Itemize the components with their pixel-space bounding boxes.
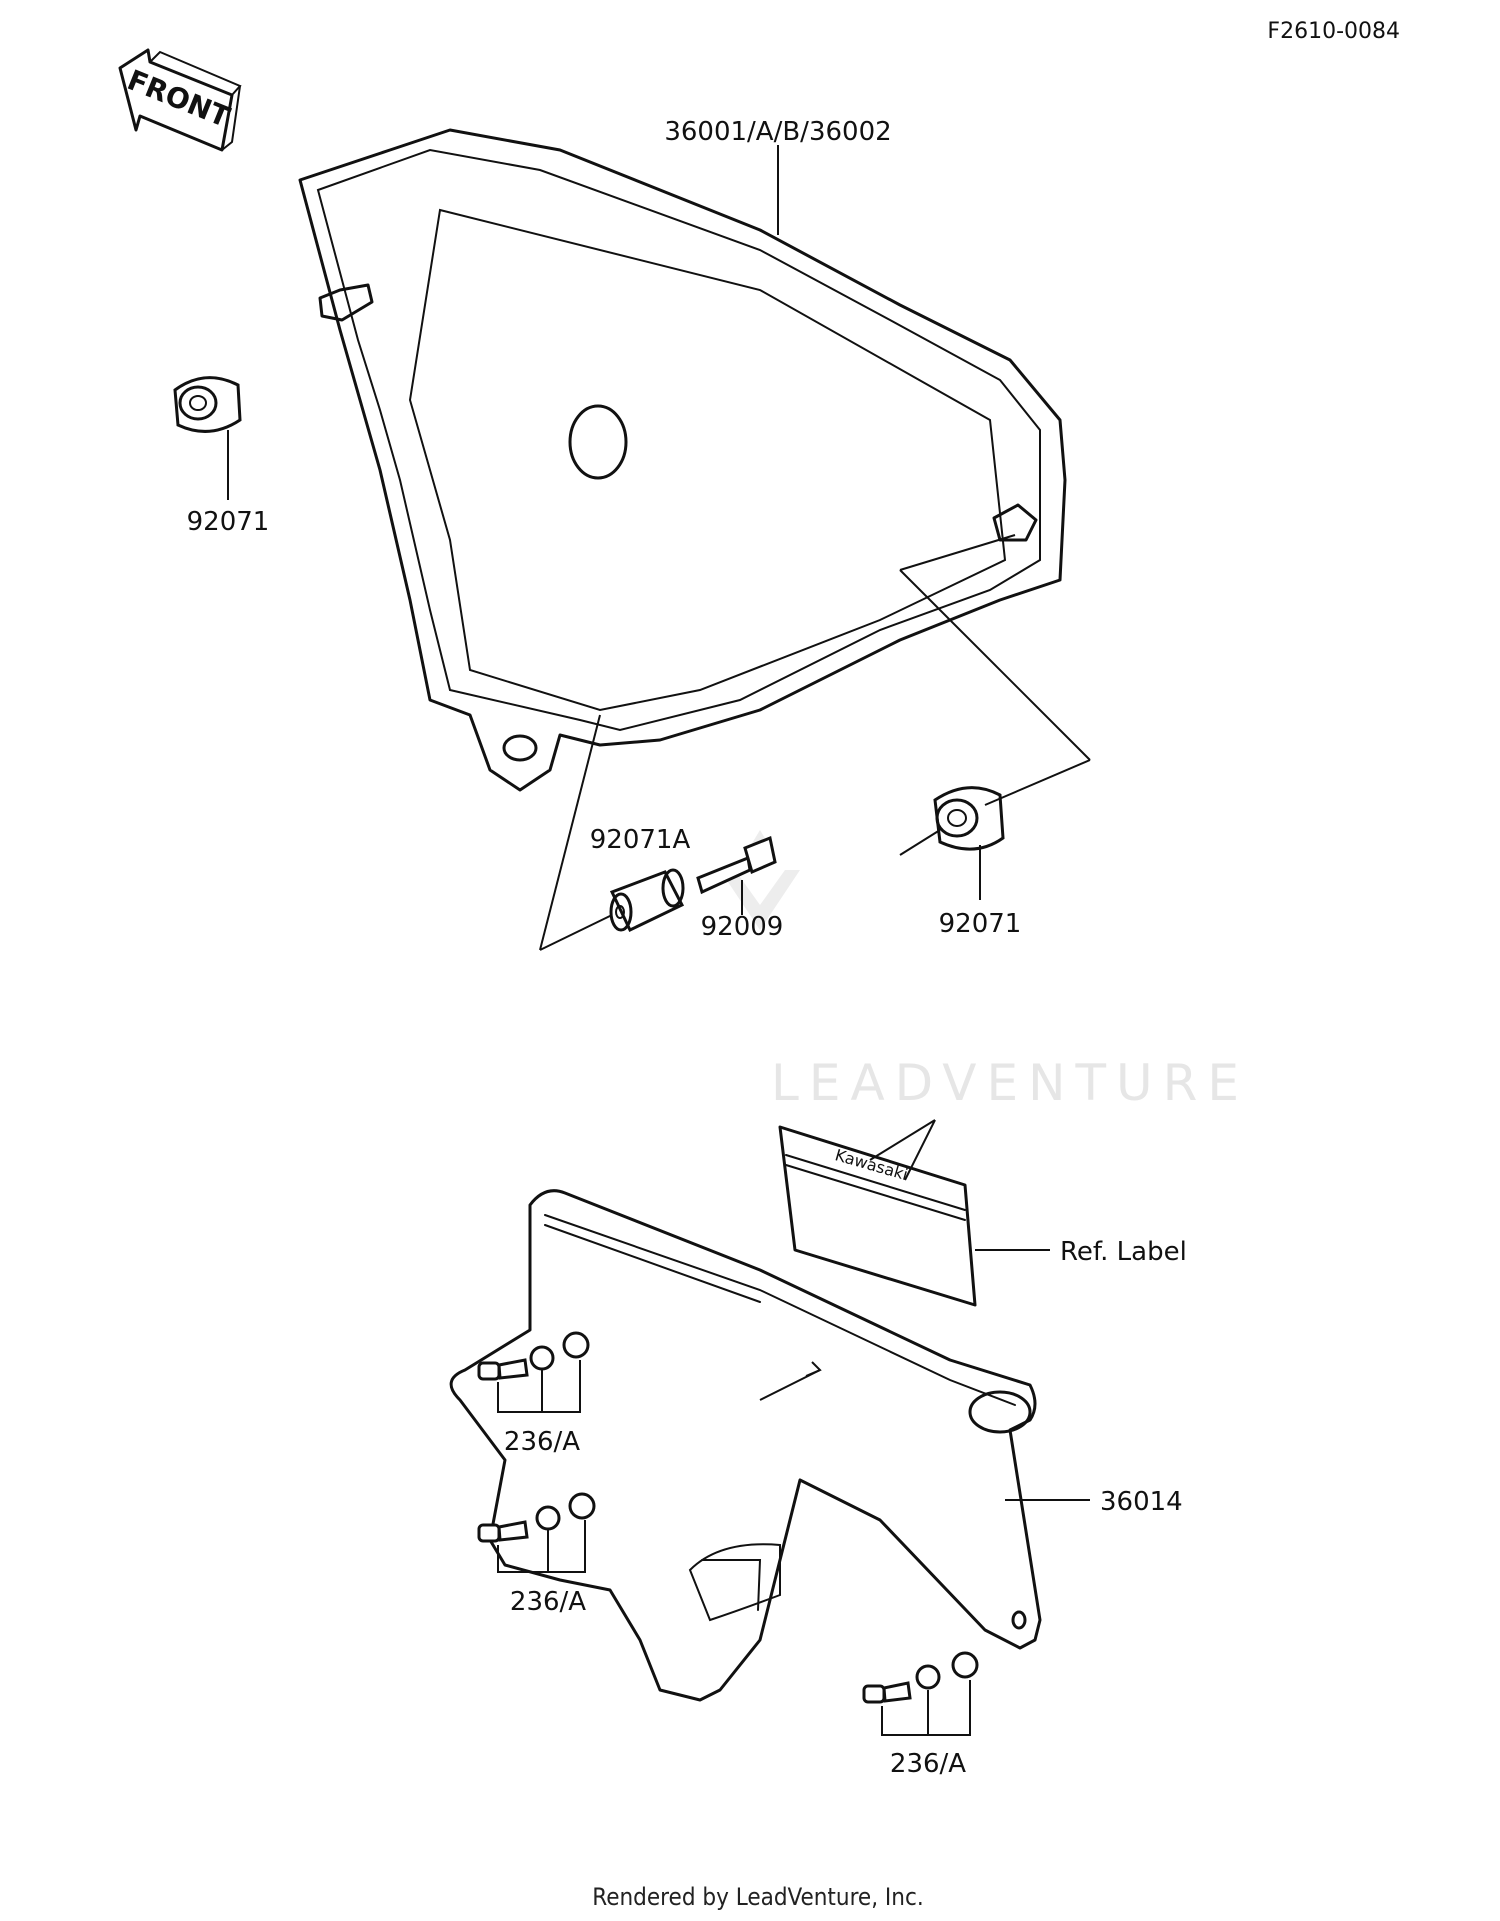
screw-set-2-part-number: 236/A [510,1587,586,1617]
side-cover-part-number: 36001/A/B/36002 [664,117,891,147]
reference-label: Kawasaki Ref. Label [778,1119,1187,1307]
grommet-right: 92071 [933,786,1022,939]
ref-label-text: Ref. Label [1060,1237,1187,1267]
watermark-text: LEADVENTURE [771,1054,1249,1112]
footer-credit: Rendered by LeadVenture, Inc. [592,1883,923,1911]
screw-set-2: 236/A [477,1492,596,1617]
bolt: 92009 [696,835,784,942]
grommet-left-part-number: 92071 [187,507,270,537]
collar-leaders [539,714,613,951]
grommet-right-part-number: 92071 [939,909,1022,939]
screw-set-1: 236/A [477,1331,590,1457]
bolt-part-number: 92009 [701,912,784,942]
screw-set-3: 236/A [862,1651,979,1779]
chain-guard: 36014 [449,1189,1183,1702]
diagram-id: F2610-0084 [1267,19,1400,44]
side-cover: 36001/A/B/36002 [298,117,1067,792]
collar: 92071A [590,825,691,933]
grommet-left: 92071 [173,376,270,537]
screw-set-1-part-number: 236/A [504,1427,580,1457]
collar-part-number: 92071A [590,825,691,855]
front-arrow-icon: FRONT [118,48,242,152]
label-brand-text: Kawasaki [833,1145,910,1184]
watermark: LEADVENTURE [720,830,1249,1112]
screw-set-3-part-number: 236/A [890,1749,966,1779]
chain-guard-part-number: 36014 [1100,1487,1183,1517]
side-cover-leaders [899,534,1091,856]
